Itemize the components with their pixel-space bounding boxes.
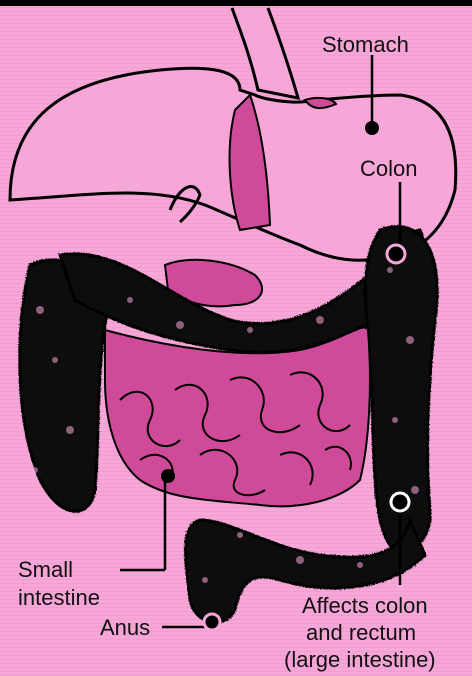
small-intestine	[105, 327, 370, 506]
stomach-marker	[365, 121, 379, 135]
label-colon: Colon	[360, 156, 417, 181]
small-intestine-marker	[161, 469, 175, 483]
label-stomach: Stomach	[322, 32, 409, 57]
colon-marker	[387, 245, 405, 263]
label-affects-1: Affects colon	[302, 593, 428, 618]
label-small-intestine-1: Small	[18, 557, 73, 582]
label-small-intestine-2: intestine	[18, 585, 100, 610]
rectum-marker	[391, 493, 409, 511]
top-border	[0, 0, 472, 6]
label-affects-3: (large intestine)	[284, 647, 436, 672]
label-affects-2: and rectum	[306, 620, 416, 645]
anus-marker	[204, 614, 220, 630]
label-anus: Anus	[100, 615, 150, 640]
